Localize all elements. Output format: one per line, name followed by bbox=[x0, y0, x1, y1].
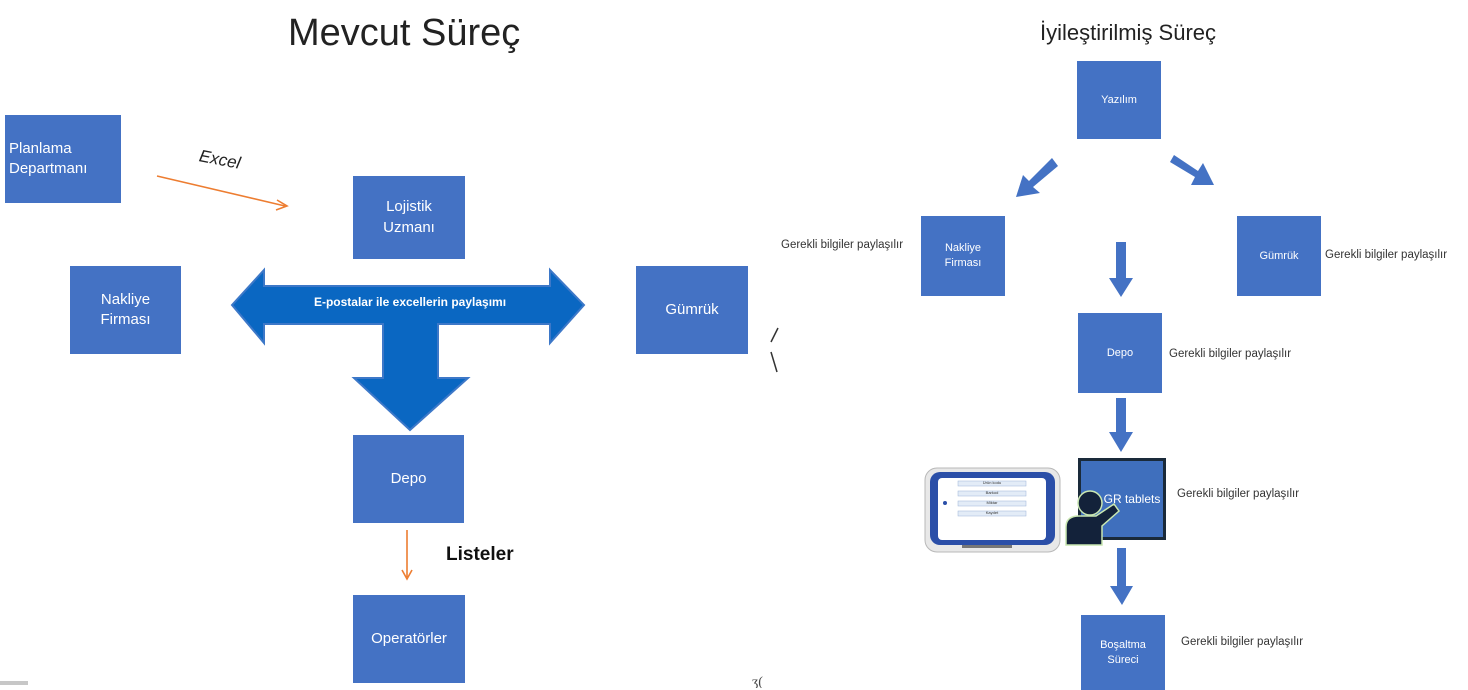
arrow-yazilim-to-gumruk bbox=[1170, 155, 1214, 185]
note-nakliye: Gerekli bilgiler paylaşılır bbox=[781, 239, 904, 251]
listeler-arrow bbox=[401, 530, 413, 581]
box-gumruk-left: Gümrük bbox=[636, 266, 748, 354]
footer-glyph: ʒ( bbox=[752, 675, 763, 688]
left-title: Mevcut Süreç bbox=[288, 12, 521, 54]
presenter-icon bbox=[1065, 490, 1121, 546]
box-lojistik: Lojistik Uzmanı bbox=[353, 176, 465, 259]
excel-arrow bbox=[156, 175, 289, 211]
email-share-label: E-postalar ile excellerin paylaşımı bbox=[313, 295, 507, 309]
box-bosaltma: Boşaltma Süreci bbox=[1081, 615, 1165, 690]
box-gumruk-left-label: Gümrük bbox=[665, 300, 719, 318]
listeler-label: Listeler bbox=[446, 544, 514, 565]
email-share-arrow bbox=[230, 267, 586, 432]
box-yazilim-label: Yazılım bbox=[1101, 93, 1137, 106]
box-operatorler-label: Operatörler bbox=[371, 629, 447, 647]
tablet-screen-line3: Miktar bbox=[986, 500, 998, 505]
box-yazilim: Yazılım bbox=[1077, 61, 1161, 139]
tablet-screen-line2: Barkod bbox=[985, 490, 999, 495]
tablet-screen-line4: Kaydet bbox=[985, 510, 999, 515]
box-nakliye-right: Nakliye Firması bbox=[921, 216, 1005, 296]
box-depo-right-label: Depo bbox=[1106, 346, 1134, 359]
note-gumruk: Gerekli bilgiler paylaşılır bbox=[1325, 249, 1448, 261]
box-nakliye-right-label: Nakliye Firması bbox=[944, 242, 982, 269]
box-operatorler: Operatörler bbox=[353, 595, 465, 683]
tablet-screen-line1: Ürün kodu bbox=[982, 480, 1002, 485]
tablet-icon bbox=[924, 467, 1061, 553]
note-bosaltma: Gerekli bilgiler paylaşılır bbox=[1181, 636, 1304, 648]
box-nakliye-left: Nakliye Firması bbox=[70, 266, 181, 354]
right-title: İyileştirilmiş Süreç bbox=[1040, 20, 1217, 45]
arrow-depo-to-gr bbox=[1109, 398, 1133, 452]
box-nakliye-left-label: Nakliye Firması bbox=[100, 290, 151, 328]
box-bosaltma-label: Boşaltma Süreci bbox=[1100, 638, 1146, 666]
box-gr-tablets-label: GR tablets bbox=[1103, 491, 1161, 506]
box-depo-left-label: Depo bbox=[390, 469, 427, 487]
box-gumruk-right-label: Gümrük bbox=[1259, 249, 1299, 262]
box-depo-left: Depo bbox=[353, 435, 464, 523]
note-gr-tablets: Gerekli bilgiler paylaşılır bbox=[1177, 488, 1300, 500]
stray-mark bbox=[770, 327, 779, 373]
note-depo: Gerekli bilgiler paylaşılır bbox=[1169, 348, 1292, 360]
box-gumruk-right: Gümrük bbox=[1237, 216, 1321, 296]
footer-mark bbox=[0, 681, 28, 685]
arrow-to-depo bbox=[1109, 242, 1133, 297]
box-lojistik-label: Lojistik Uzmanı bbox=[383, 198, 435, 236]
arrow-yazilim-to-nakliye bbox=[1016, 158, 1058, 197]
box-depo-right: Depo bbox=[1078, 313, 1162, 393]
box-planlama: Planlama Departmanı bbox=[5, 115, 121, 203]
arrow-gr-to-bosaltma bbox=[1110, 548, 1133, 605]
box-planlama-label: Planlama Departmanı bbox=[9, 139, 88, 177]
